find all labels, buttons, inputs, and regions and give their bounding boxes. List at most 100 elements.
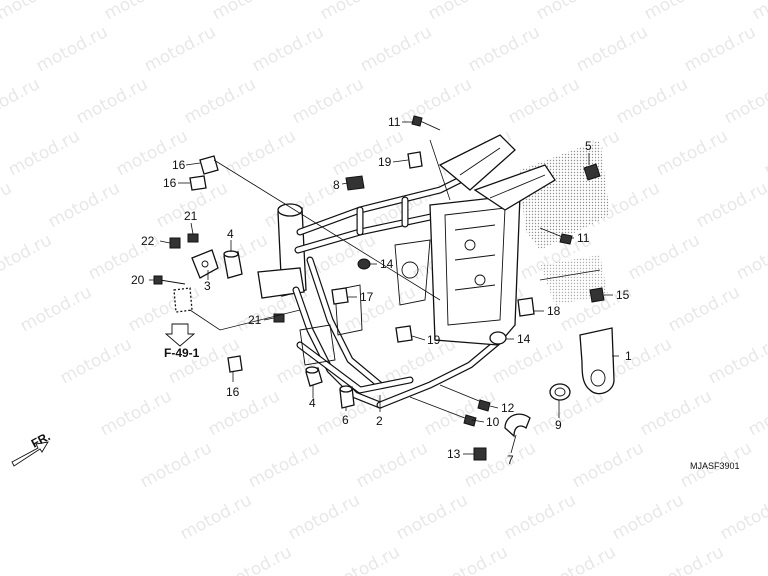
watermark-text: motod.ru bbox=[0, 230, 55, 284]
callout-21: 21 bbox=[184, 209, 198, 223]
watermark-text: motod.ru bbox=[0, 0, 71, 24]
watermark-text: motod.ru bbox=[625, 230, 703, 284]
callout-20: 20 bbox=[131, 273, 145, 287]
watermark-text: motod.ru bbox=[357, 22, 435, 76]
watermark-text: motod.ru bbox=[73, 74, 151, 128]
callout-17: 17 bbox=[360, 290, 374, 304]
watermark-text: motod.ru bbox=[653, 126, 731, 180]
watermark-text: motod.ru bbox=[217, 542, 295, 576]
watermark-text: motod.ru bbox=[569, 438, 647, 492]
watermark-text: motod.ru bbox=[249, 22, 327, 76]
watermark-text: motod.ru bbox=[705, 334, 768, 388]
watermark-text: motod.ru bbox=[613, 74, 691, 128]
reference-label: F-49-1 bbox=[164, 346, 200, 360]
watermark-text: motod.ru bbox=[353, 438, 431, 492]
watermark-text: motod.ru bbox=[101, 0, 179, 24]
loose-parts bbox=[11, 115, 615, 467]
watermark-text: motod.ru bbox=[641, 0, 719, 24]
callout-16: 16 bbox=[172, 158, 186, 172]
leader-lines bbox=[149, 121, 619, 455]
callout-9: 9 bbox=[555, 418, 562, 432]
watermark-text: motod.ru bbox=[221, 126, 299, 180]
callout-12: 12 bbox=[501, 401, 515, 415]
watermark-text: motod.ru bbox=[761, 126, 768, 180]
clip-16a bbox=[199, 155, 219, 175]
watermark-text: motod.ru bbox=[329, 126, 407, 180]
watermark-text: motod.ru bbox=[5, 126, 83, 180]
watermark-text: motod.ru bbox=[465, 22, 543, 76]
callout-19: 19 bbox=[427, 333, 441, 347]
bolt-13 bbox=[473, 447, 487, 461]
watermark-text: motod.ru bbox=[733, 230, 768, 284]
watermark-text: motod.ru bbox=[209, 0, 287, 24]
watermark-text: motod.ru bbox=[245, 438, 323, 492]
callout-11: 11 bbox=[388, 115, 401, 129]
watermark-text: motod.ru bbox=[681, 22, 759, 76]
front-label: FR. bbox=[29, 429, 53, 450]
frame-body bbox=[257, 134, 556, 409]
watermark-text: motod.ru bbox=[97, 386, 175, 440]
callout-11: 11 bbox=[577, 231, 590, 245]
watermark-text: motod.ru bbox=[393, 490, 471, 544]
bracket bbox=[191, 249, 219, 279]
watermark-text: motod.ru bbox=[317, 0, 395, 24]
side-cover-plate bbox=[579, 327, 615, 395]
watermark-text: motod.ru bbox=[757, 542, 768, 576]
watermark-text: motod.ru bbox=[325, 542, 403, 576]
callout-14: 14 bbox=[517, 332, 531, 346]
watermark-text: motod.ru bbox=[0, 178, 15, 232]
callout-21: 21 bbox=[248, 313, 262, 327]
rubber-block bbox=[345, 175, 365, 191]
callout-4: 4 bbox=[309, 396, 316, 410]
watermark-text: motod.ru bbox=[0, 74, 43, 128]
watermark-text: motod.ru bbox=[717, 490, 768, 544]
watermark-text: motod.ru bbox=[541, 542, 619, 576]
callout-10: 10 bbox=[486, 415, 500, 429]
callout-13: 13 bbox=[447, 447, 461, 461]
callout-1: 1 bbox=[625, 349, 632, 363]
watermark-text: motod.ru bbox=[637, 386, 715, 440]
callout-18: 18 bbox=[547, 304, 561, 318]
watermark-text: motod.ru bbox=[289, 74, 367, 128]
watermark-text: motod.ru bbox=[533, 0, 611, 24]
callout-16: 16 bbox=[163, 176, 177, 190]
watermark-text: motod.ru bbox=[181, 74, 259, 128]
watermark-text: motod.ru bbox=[397, 74, 475, 128]
callout-7: 7 bbox=[507, 453, 514, 467]
watermark-text: motod.ru bbox=[45, 178, 123, 232]
watermark-text: motod.ru bbox=[573, 22, 651, 76]
watermark-text: motod.ru bbox=[609, 490, 687, 544]
watermark-text: motod.ru bbox=[141, 22, 219, 76]
watermark-text: motod.ru bbox=[665, 282, 743, 336]
callout-14: 14 bbox=[380, 257, 394, 271]
callout-4: 4 bbox=[227, 227, 234, 241]
catalog-code: MJASF3901 bbox=[690, 461, 740, 471]
watermark-text: motod.ru bbox=[177, 490, 255, 544]
watermark-text: motod.ru bbox=[33, 22, 111, 76]
watermark-text: motod.ru bbox=[693, 178, 768, 232]
watermark-text: motod.ru bbox=[421, 386, 499, 440]
watermark-text: motod.ru bbox=[113, 126, 191, 180]
watermark-text: motod.ru bbox=[17, 282, 95, 336]
clip-16b bbox=[189, 175, 207, 191]
clip-16c bbox=[227, 355, 243, 373]
watermark-text: motod.ru bbox=[0, 22, 3, 76]
callout-8: 8 bbox=[333, 178, 340, 192]
reference-arrow bbox=[164, 323, 196, 347]
watermark-text: motod.ru bbox=[433, 542, 511, 576]
nut-5 bbox=[583, 163, 601, 181]
callout-19: 19 bbox=[378, 155, 392, 169]
watermark-text: motod.ru bbox=[137, 438, 215, 492]
watermark-text: motod.ru bbox=[501, 490, 579, 544]
grommet bbox=[549, 383, 571, 401]
watermark-text: motod.ru bbox=[425, 0, 503, 24]
watermark-text: motod.ru bbox=[749, 0, 768, 24]
watermark-text: motod.ru bbox=[745, 386, 768, 440]
front-arrow bbox=[11, 441, 49, 467]
watermark-text: motod.ru bbox=[505, 74, 583, 128]
head-pipe-base bbox=[257, 267, 305, 299]
callout-16: 16 bbox=[226, 385, 240, 399]
